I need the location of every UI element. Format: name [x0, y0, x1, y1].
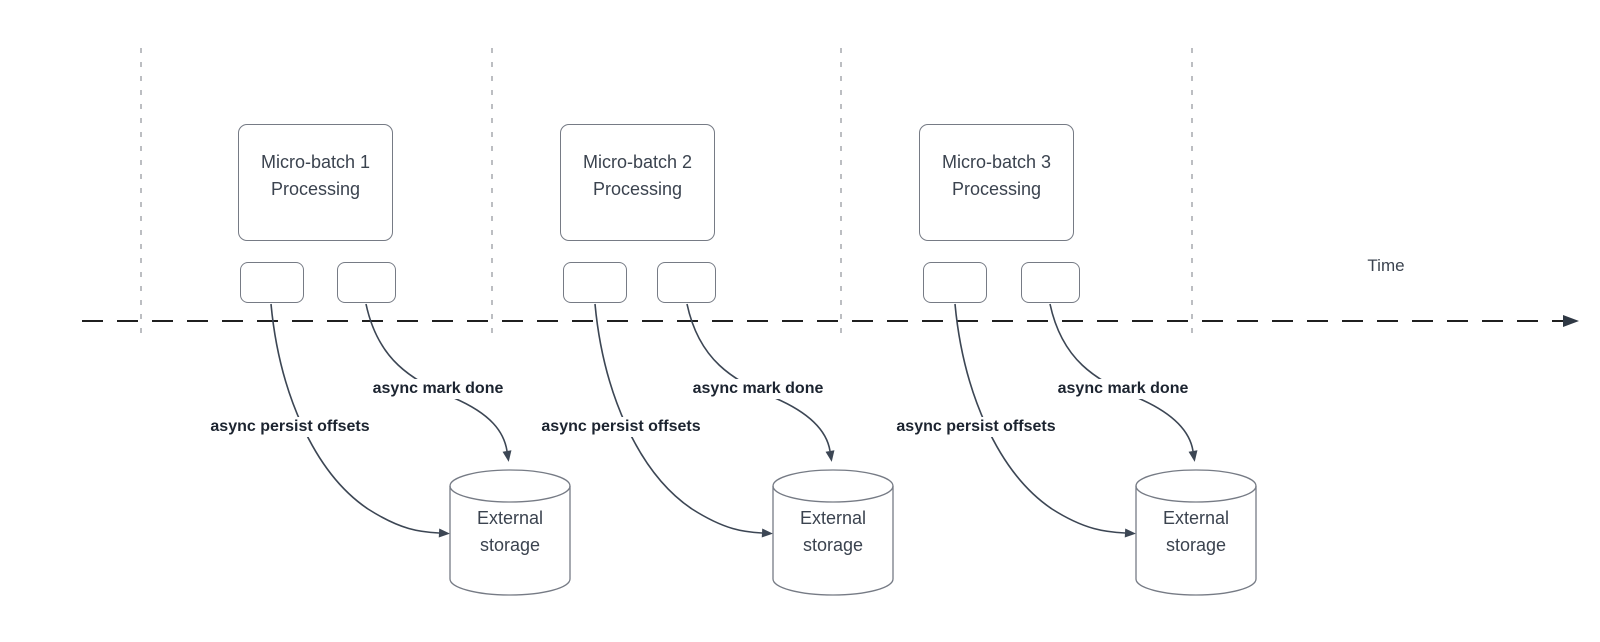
micro-batch-box: Micro-batch 1 Processing: [238, 124, 393, 241]
micro-batch-label: Micro-batch 1 Processing: [260, 151, 371, 199]
micro-batch-label: Micro-batch 3 Processing: [941, 151, 1052, 199]
micro-batch-box: Micro-batch 2 Processing: [560, 124, 715, 241]
persist-offsets-arrow: [270, 303, 450, 538]
persist-offsets-label: async persist offsets: [207, 417, 373, 437]
storage-cylinder: [449, 469, 571, 596]
storage-cylinder: [1135, 469, 1257, 596]
time-label: Time: [1367, 256, 1405, 275]
task-box-left: [240, 262, 304, 303]
storage-label: External storage: [1162, 508, 1230, 555]
task-box-right: [337, 262, 396, 303]
persist-offsets-arrow: [594, 303, 773, 538]
mark-done-arrow: [686, 303, 835, 462]
task-box-right: [657, 262, 716, 303]
persist-offsets-arrow: [954, 303, 1136, 538]
storage-label: External storage: [799, 508, 867, 555]
storage-cylinder: [772, 469, 894, 596]
task-box-right: [1021, 262, 1080, 303]
mark-done-arrow: [365, 303, 512, 462]
persist-offsets-label: async persist offsets: [893, 417, 1059, 437]
mark-done-label: async mark done: [369, 379, 507, 399]
persist-offsets-label: async persist offsets: [538, 417, 704, 437]
task-box-left: [923, 262, 987, 303]
task-box-left: [563, 262, 627, 303]
storage-label: External storage: [476, 508, 544, 555]
mark-done-label: async mark done: [689, 379, 827, 399]
mark-done-label: async mark done: [1054, 379, 1192, 399]
micro-batch-label: Micro-batch 2 Processing: [582, 151, 693, 199]
micro-batch-box: Micro-batch 3 Processing: [919, 124, 1074, 241]
mark-done-arrow: [1049, 303, 1198, 462]
